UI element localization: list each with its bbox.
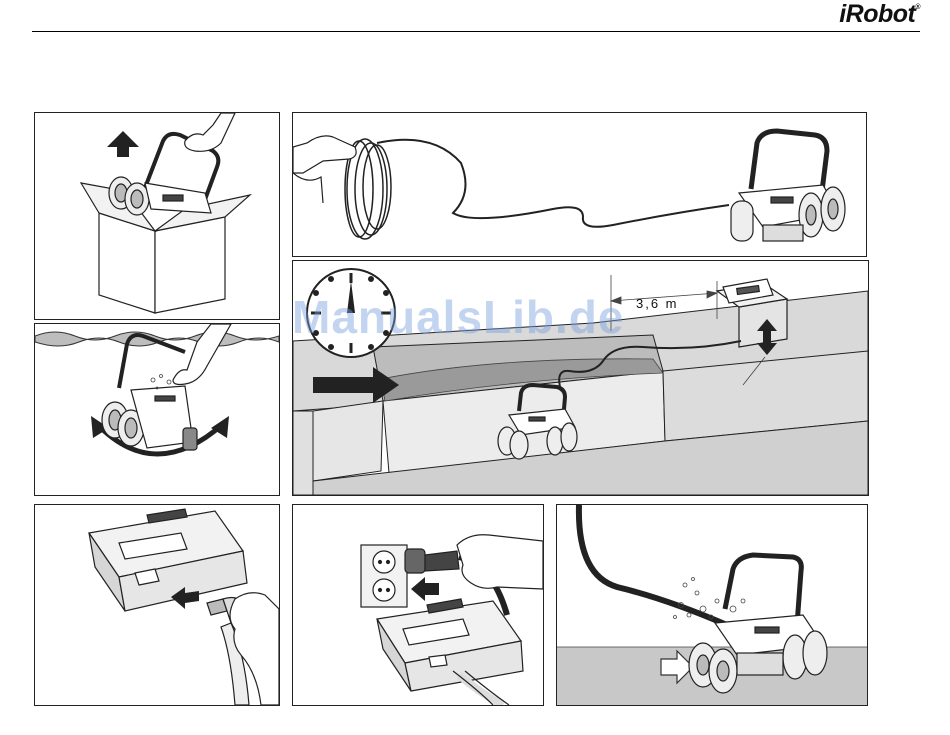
clock-icon — [307, 269, 395, 357]
header-rule — [32, 31, 920, 32]
power-supply-unit — [377, 599, 523, 691]
wall-socket — [361, 545, 407, 607]
water-surface — [35, 332, 279, 346]
panel-robot-on-pool-floor — [556, 504, 868, 706]
panel-plug-into-socket — [292, 504, 544, 706]
registered-mark: ® — [915, 4, 920, 11]
robot-cleaner — [731, 131, 845, 241]
panel-place-in-pool — [292, 260, 869, 496]
hand — [185, 113, 235, 151]
left-arrow-icon — [411, 577, 439, 601]
up-arrow-icon — [107, 131, 139, 157]
panel-submerge-robot — [34, 323, 280, 496]
power-supply-unit — [89, 509, 247, 611]
panel-unpack-robot — [34, 112, 280, 320]
hand — [457, 535, 543, 589]
bubbles — [674, 578, 746, 620]
hand — [173, 324, 231, 385]
brand-logo: iRobot® — [839, 0, 920, 29]
panel-connect-cable — [34, 504, 280, 706]
panel-uncoil-cable — [292, 112, 867, 257]
cable — [377, 140, 729, 227]
dimension-label: 3,6 m — [636, 296, 679, 311]
robot-cleaner — [102, 335, 197, 450]
